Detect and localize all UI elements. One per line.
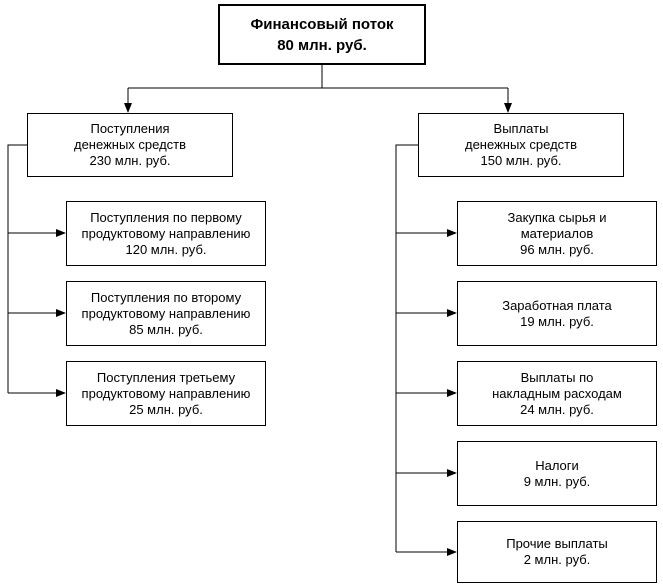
connector-outflow-spine [395,144,418,552]
connector-inflow-spine [7,144,27,393]
